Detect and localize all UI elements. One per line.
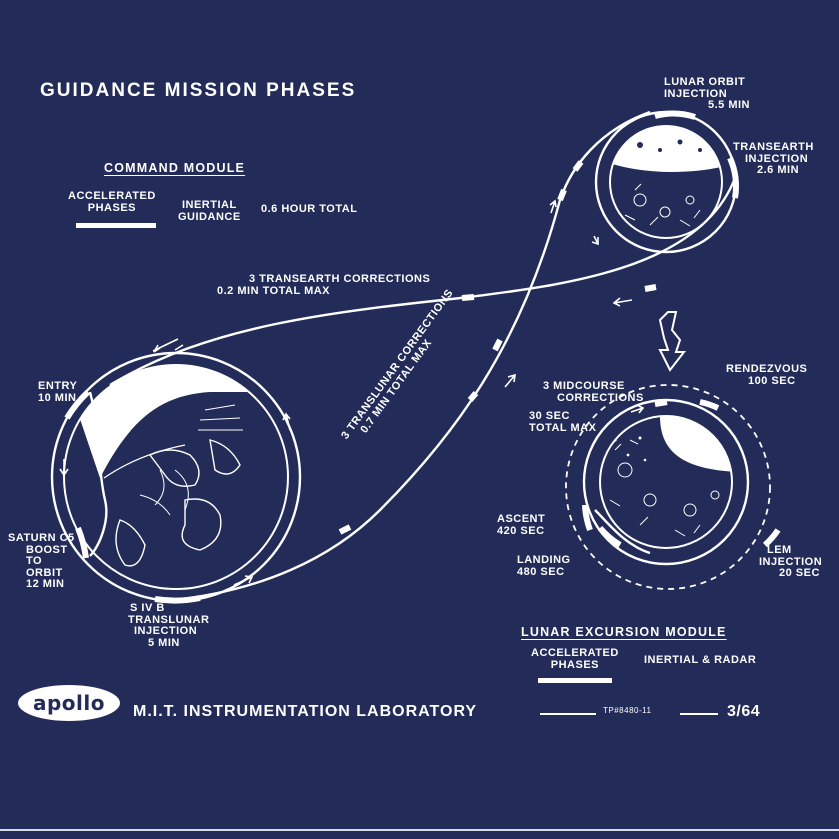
entry-curve [88, 391, 651, 557]
landing-label: LANDING 480 SEC [517, 554, 571, 578]
lab-name: M.I.T. INSTRUMENTATION LABORATORY [133, 703, 478, 720]
direction-arrows [59, 199, 645, 586]
transfer-arrow-icon [658, 311, 687, 372]
moon-upper [609, 125, 723, 239]
lem-inertial-label: INERTIAL & RADAR [644, 654, 757, 666]
transearth-injection-label: TRANSEARTH INJECTION 2.6 MIN [733, 141, 814, 177]
page-title: GUIDANCE MISSION PHASES [40, 80, 357, 101]
midcourse-corrections-label: 3 MIDCOURSE CORRECTIONS [543, 380, 644, 404]
footer-rule-left [540, 713, 596, 715]
moon-lower [599, 415, 733, 549]
cm-total-label: 0.6 HOUR TOTAL [261, 203, 358, 215]
lem-heading: LUNAR EXCURSION MODULE [521, 625, 727, 639]
drawing-number: TP#8480-11 [603, 706, 652, 715]
cm-inertial-label: INERTIAL GUIDANCE [178, 199, 241, 223]
footer-rule-right [680, 713, 718, 715]
transearth-corrections-label: 3 TRANSEARTH CORRECTIONS 0.2 MIN TOTAL M… [217, 273, 431, 297]
apollo-logo: apollo [18, 685, 120, 721]
lem-accelerated-label: ACCELERATED PHASES [531, 647, 619, 671]
lem-injection-label: LEM INJECTION 20 SEC [759, 544, 823, 580]
lunar-orbit-injection-label: LUNAR ORBIT INJECTION 5.5 MIN [664, 76, 750, 112]
phase-segments [64, 110, 781, 604]
rendezvous-label: RENDEZVOUS 100 SEC [726, 363, 808, 387]
footer-date: 3/64 [727, 703, 761, 720]
lem-accelerated-swatch [538, 678, 612, 683]
cm-accelerated-swatch [76, 223, 156, 228]
lem-dashed-orbit [565, 384, 771, 590]
sivb-injection-label: S IV B TRANSLUNAR INJECTION 5 MIN [128, 602, 210, 649]
entry-label: ENTRY 10 MIN [38, 380, 78, 404]
ascent-label: ASCENT 420 SEC [497, 513, 546, 537]
apollo-logo-text: apollo [32, 691, 105, 715]
command-module-heading: COMMAND MODULE [104, 161, 246, 175]
bottom-border [0, 829, 839, 831]
midcourse-total-label: 30 SEC TOTAL MAX [529, 410, 597, 434]
saturn-boost-label: SATURN C5 BOOST TO ORBIT 12 MIN [8, 532, 75, 591]
cm-accelerated-label: ACCELERATED PHASES [68, 190, 156, 214]
earth-globe [63, 364, 289, 590]
